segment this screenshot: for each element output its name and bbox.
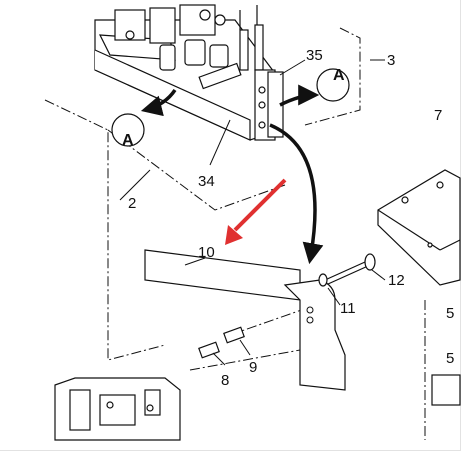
motion-arrows [140, 84, 324, 265]
plate-10 [144, 249, 301, 301]
callout-8: 8 [221, 372, 229, 389]
bracket-hole-lower [306, 316, 314, 324]
base-assembly [54, 377, 181, 441]
spacer-9 [223, 326, 245, 344]
callout-2: 2 [128, 195, 136, 212]
washer-11 [318, 273, 328, 287]
callout-12: 12 [388, 272, 405, 289]
callout-5-upper: 5 [446, 305, 454, 322]
view-marker-right: A [333, 67, 345, 84]
callout-3: 3 [387, 52, 395, 69]
bushing-8 [198, 341, 220, 359]
view-marker-left-ring [111, 113, 145, 147]
view-marker-left: A [122, 132, 134, 149]
side-panel [377, 169, 461, 406]
highlight-arrow [225, 178, 287, 245]
clamp-block [254, 69, 284, 141]
callout-5-lower: 5 [446, 350, 454, 367]
bracket-hole-upper [306, 306, 314, 314]
view-markers: A A [111, 67, 350, 149]
screw-12 [324, 253, 376, 285]
callout-9: 9 [249, 359, 257, 376]
view-marker-right-ring [316, 68, 350, 102]
callout-labels: 2 3 7 8 9 10 11 12 34 35 5 5 [128, 47, 454, 389]
phantom-outlines [44, 27, 426, 440]
callout-11: 11 [340, 300, 356, 317]
callout-7: 7 [434, 107, 442, 124]
callout-34: 34 [198, 173, 215, 190]
callout-35: 35 [306, 47, 323, 64]
leader-lines [119, 59, 386, 366]
callout-10: 10 [198, 244, 215, 261]
